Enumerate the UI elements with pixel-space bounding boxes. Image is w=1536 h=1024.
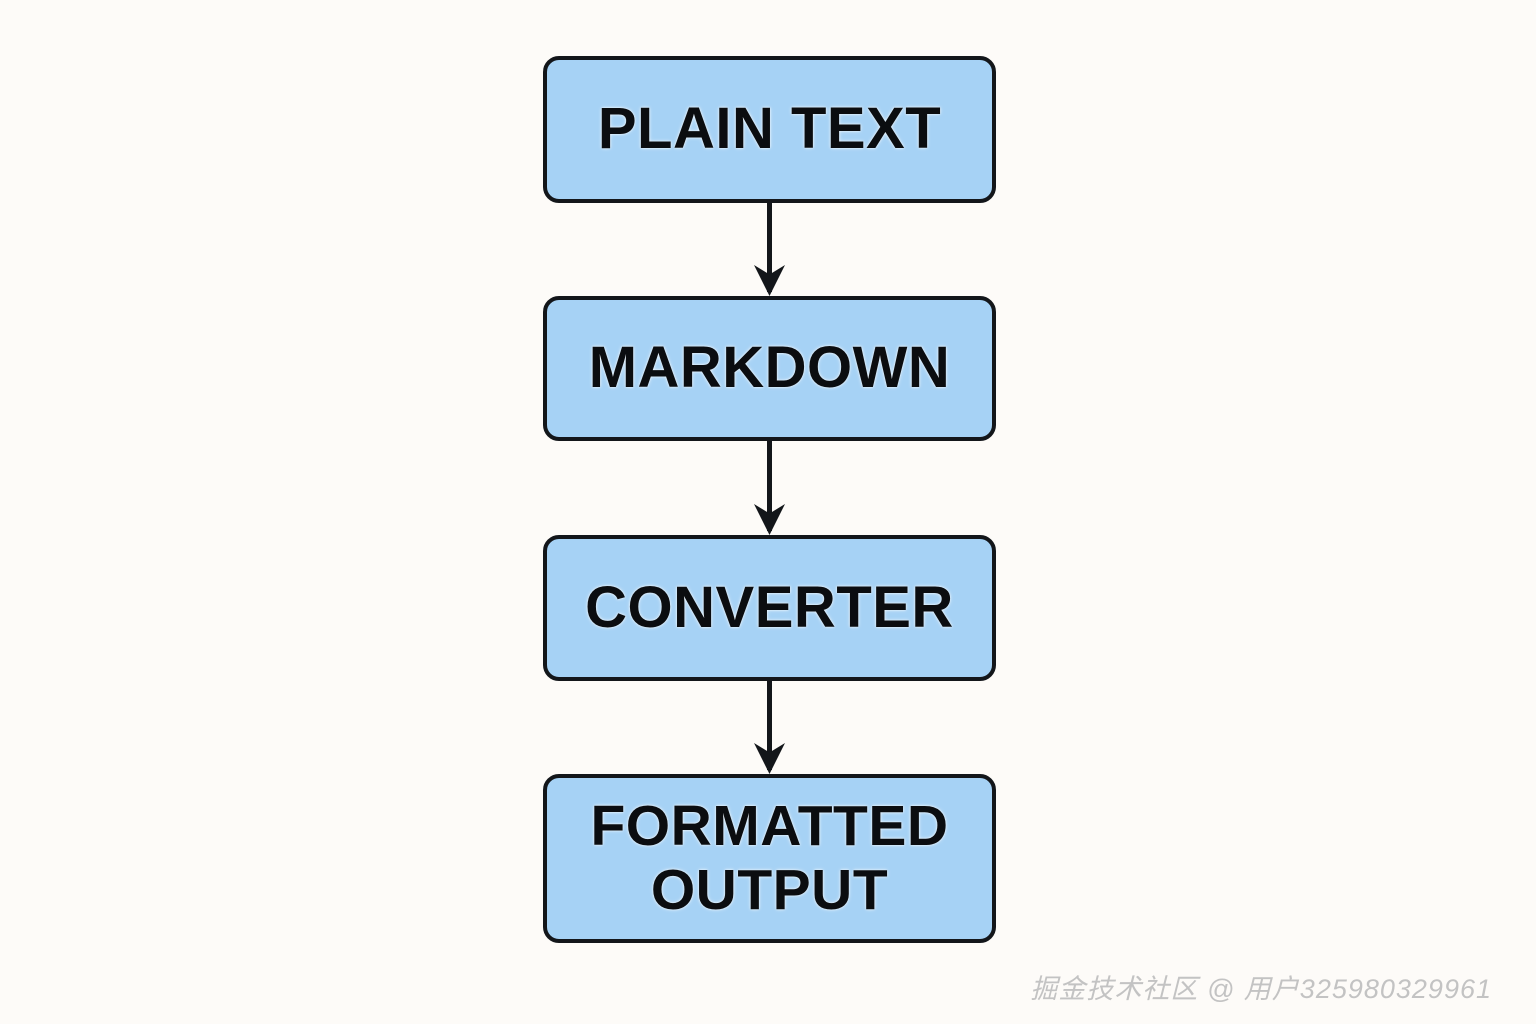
flow-node-plain-text[interactable]: PLAIN TEXT bbox=[543, 56, 996, 203]
flow-node-label-plain-text: PLAIN TEXT bbox=[597, 96, 942, 162]
flow-node-label-formatted-output: FORMATTED OUTPUT bbox=[590, 793, 949, 922]
flow-node-markdown[interactable]: MARKDOWN bbox=[543, 296, 996, 441]
flow-node-label-markdown: MARKDOWN bbox=[588, 335, 951, 401]
flow-node-formatted-output[interactable]: FORMATTED OUTPUT bbox=[543, 774, 996, 943]
flow-node-label-converter: CONVERTER bbox=[585, 574, 954, 640]
watermark-text: 掘金技术社区 @ 用户325980329961 bbox=[1030, 974, 1492, 1004]
flow-node-converter[interactable]: CONVERTER bbox=[543, 535, 996, 681]
